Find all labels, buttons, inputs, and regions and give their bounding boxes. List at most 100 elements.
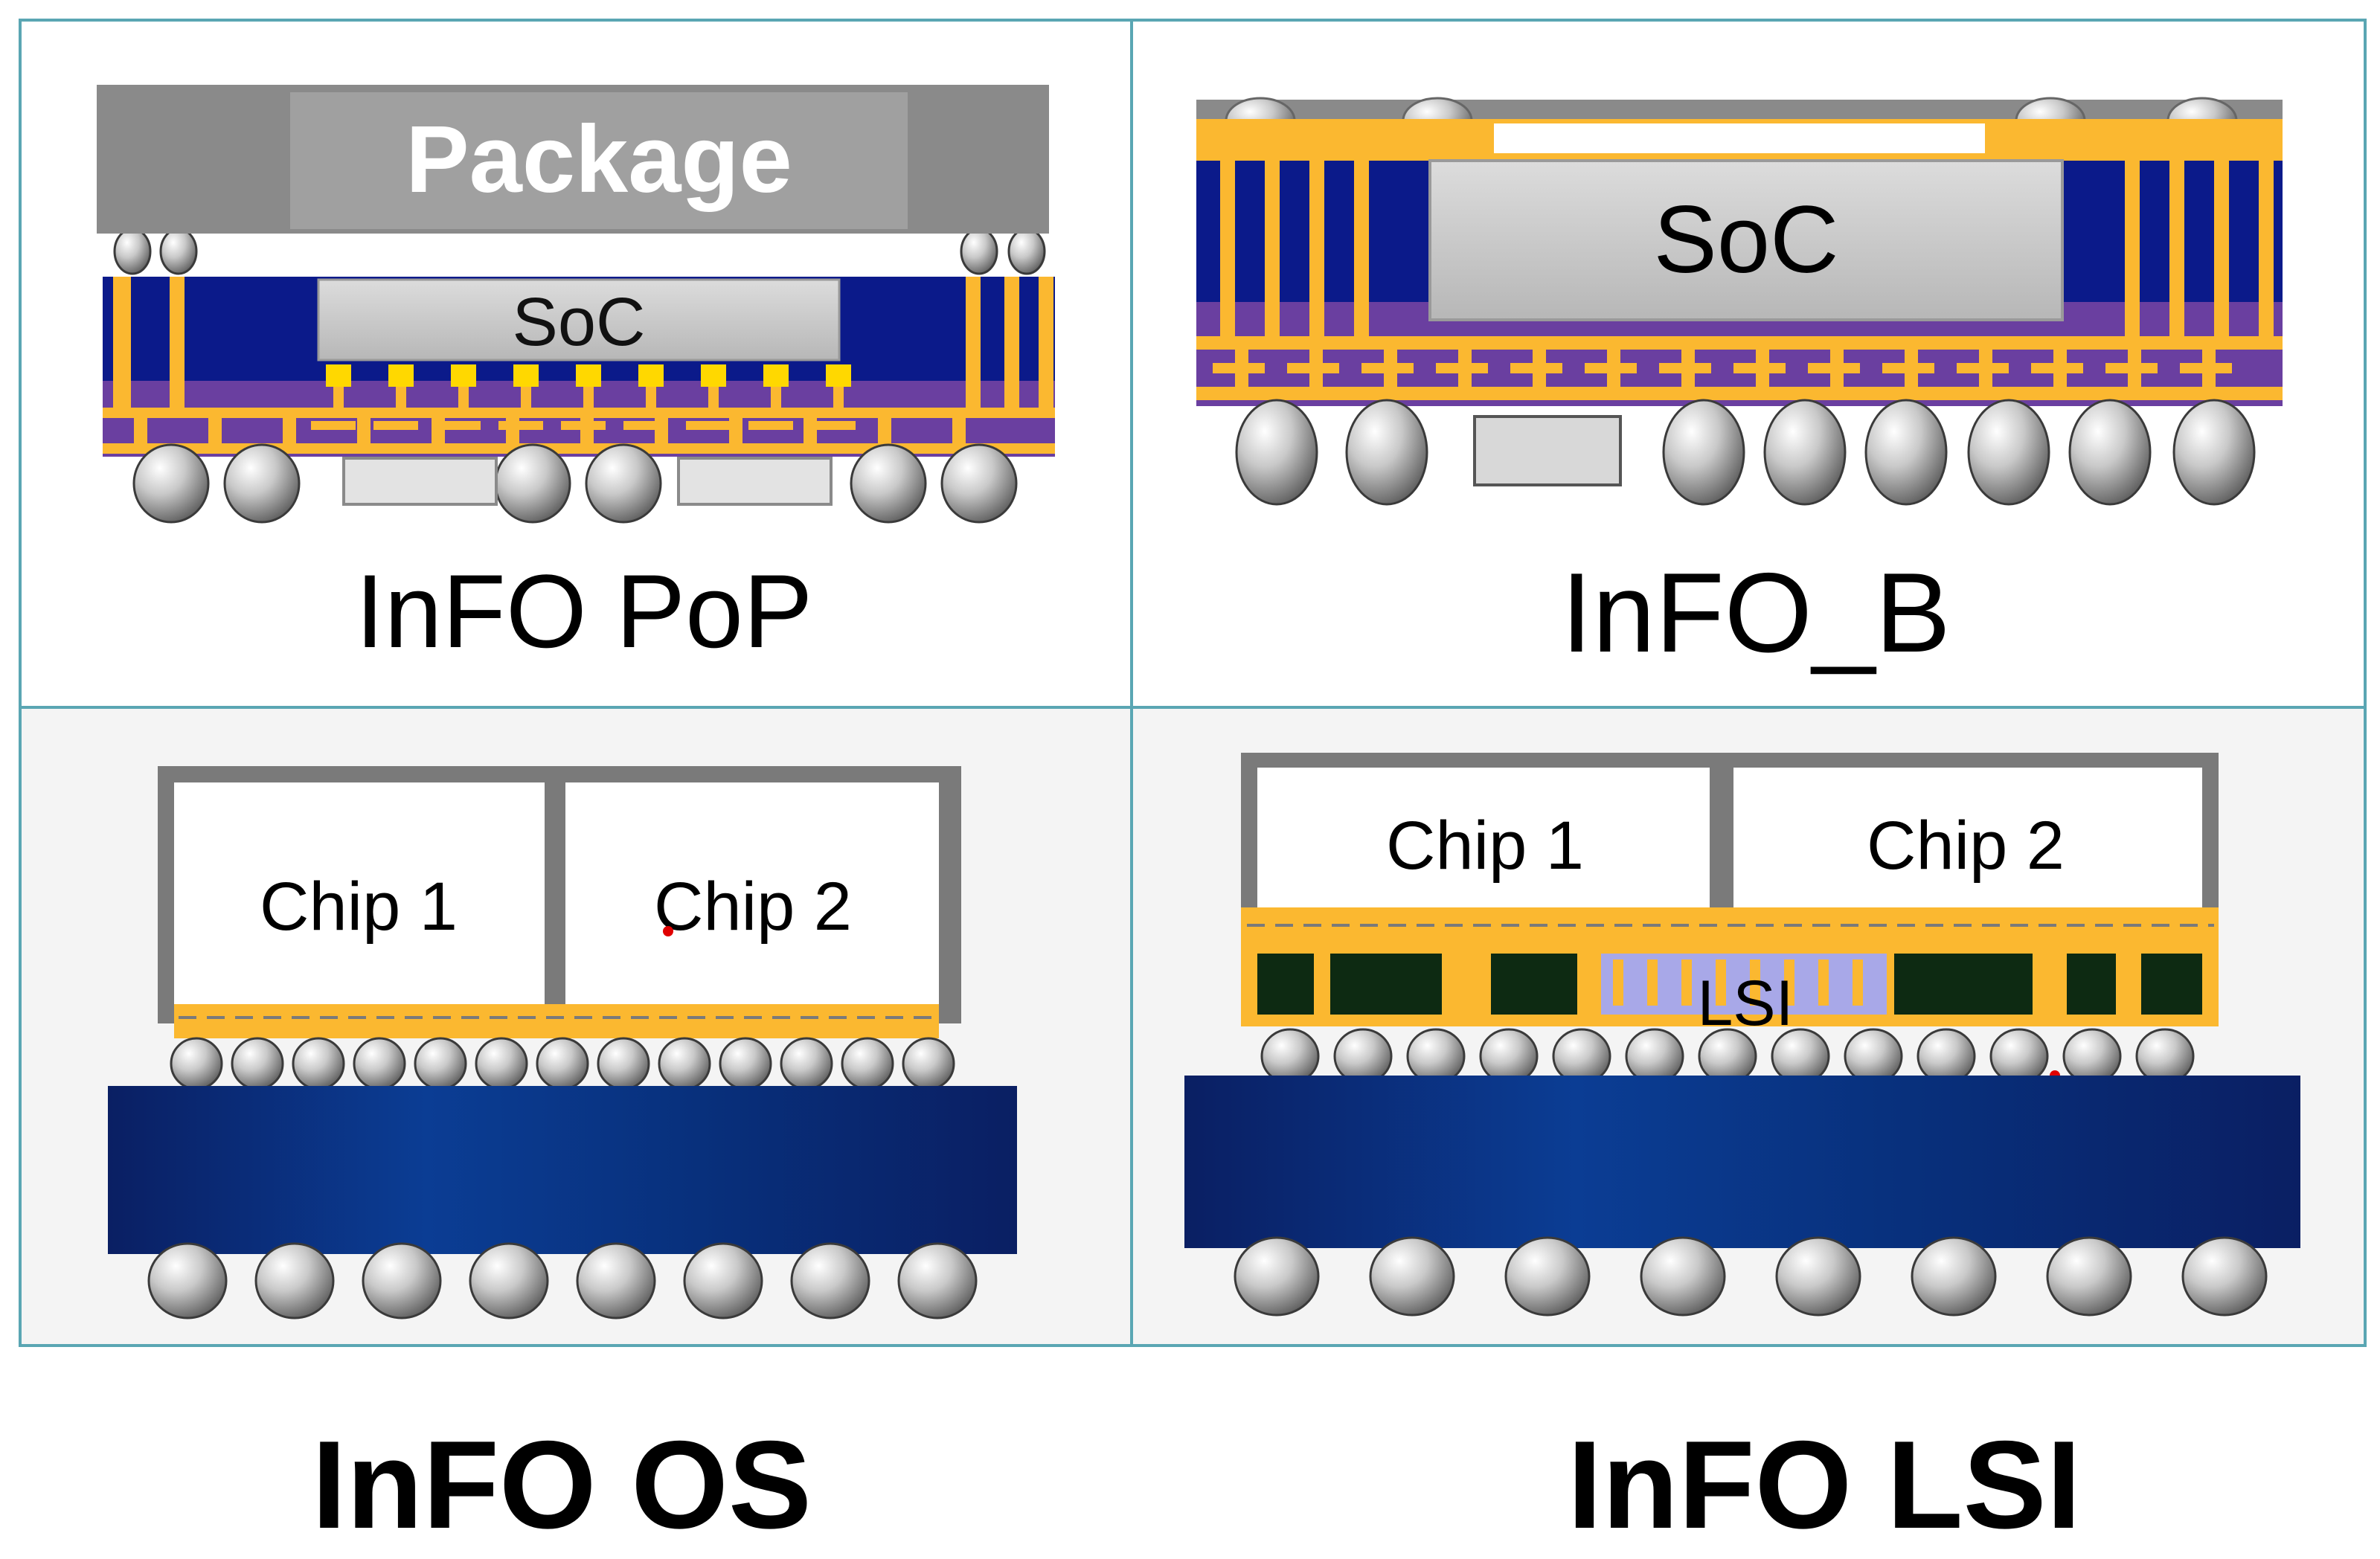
- mold-block: [2141, 954, 2202, 1015]
- micro-bump: [841, 1037, 894, 1090]
- rdl-via: [771, 387, 781, 417]
- rdl-via: [432, 417, 445, 454]
- through-via: [2125, 161, 2140, 339]
- solder-ball: [2068, 399, 2152, 506]
- rdl-trace: [373, 421, 418, 430]
- rdl-via: [333, 387, 344, 417]
- rdl-trace: [311, 421, 356, 430]
- rdl-via: [396, 387, 406, 417]
- panel-caption: InFO LSI: [1568, 1415, 2082, 1555]
- os-micro-bumps: [170, 926, 955, 1090]
- micro-bump: [1333, 1028, 1393, 1084]
- solder-ball: [1234, 1236, 1320, 1317]
- solder-ball: [147, 1242, 228, 1319]
- micro-bump: [576, 364, 601, 387]
- micro-bump: [1552, 1028, 1611, 1084]
- rdl-via: [521, 387, 531, 417]
- os-bottom-balls: [147, 1242, 978, 1319]
- rdl-trace: [1733, 363, 1786, 373]
- micro-bump: [326, 364, 351, 387]
- micro-bump: [1698, 1028, 1757, 1084]
- solder-ball: [940, 443, 1018, 524]
- bridge-pillar: [1818, 959, 1829, 1006]
- bridge-pillar: [1716, 959, 1726, 1006]
- chip-2: [1733, 768, 2202, 922]
- rdl-trace: [1957, 363, 2009, 373]
- through-via: [1039, 277, 1053, 411]
- package-ball: [159, 228, 198, 275]
- rdl-layer: [174, 1004, 939, 1038]
- solder-ball: [494, 443, 571, 524]
- panel-info-pop: Package SoC InFO PoP: [19, 19, 1133, 709]
- rdl-trace: [1361, 363, 1414, 373]
- micro-bump: [170, 1037, 223, 1090]
- micro-bump: [902, 1037, 955, 1090]
- pop-bottom-balls: [132, 443, 1018, 524]
- rdl-via: [283, 417, 296, 454]
- micro-bump: [1260, 1028, 1320, 1084]
- rdl-trace: [748, 421, 793, 430]
- rdl-via: [506, 417, 519, 454]
- rdl-via: [833, 387, 844, 417]
- solder-ball: [132, 443, 210, 524]
- micro-bump: [1989, 1028, 2049, 1084]
- through-via: [1309, 161, 1324, 339]
- solder-ball: [223, 443, 301, 524]
- micro-bump: [1625, 1028, 1684, 1084]
- micro-bump: [701, 364, 726, 387]
- through-via: [113, 277, 131, 411]
- solder-ball: [1640, 1236, 1726, 1317]
- solder-ball: [254, 1242, 335, 1319]
- organic-substrate: [108, 1086, 1017, 1254]
- passive-component: [342, 457, 498, 506]
- chip-2: [565, 782, 939, 1006]
- soc-label: SoC: [513, 284, 646, 360]
- chip-2-label: Chip 2: [654, 869, 852, 945]
- rdl-trace: [103, 408, 1055, 418]
- rdl-trace: [686, 421, 731, 430]
- bridge-pillar: [1681, 959, 1692, 1006]
- rdl-trace: [1287, 363, 1339, 373]
- solder-ball: [2172, 399, 2256, 506]
- lsi-mold-blocks: [1257, 954, 2202, 1015]
- solder-ball: [1504, 1236, 1591, 1317]
- micro-bump: [353, 1037, 406, 1090]
- solder-ball: [576, 1242, 656, 1319]
- micro-bump: [638, 364, 664, 387]
- solder-ball: [585, 443, 662, 524]
- bridge-pillar: [1784, 959, 1794, 1006]
- solder-ball: [1345, 399, 1428, 506]
- rdl-trace: [1213, 363, 1265, 373]
- micro-bump: [451, 364, 476, 387]
- through-via: [170, 277, 185, 411]
- rdl-via: [458, 387, 469, 417]
- chip-1: [174, 782, 545, 1006]
- b-bottom-balls: [1235, 399, 2256, 506]
- solder-ball: [1911, 1236, 1997, 1317]
- panel-caption: InFO OS: [312, 1415, 812, 1555]
- mold-block: [1257, 954, 1314, 1015]
- mold-block: [1330, 954, 1442, 1015]
- through-via: [2214, 161, 2229, 339]
- mold-block: [1491, 954, 1577, 1015]
- solder-ball: [850, 443, 927, 524]
- micro-bump: [658, 1037, 711, 1090]
- rdl-trace: [498, 421, 543, 430]
- micro-bump: [763, 364, 789, 387]
- rdl-trace: [811, 421, 856, 430]
- through-via: [1354, 161, 1369, 339]
- rdl-trace: [1436, 363, 1488, 373]
- lsi-bridge-pillars: [1613, 959, 1863, 1006]
- package-ball: [960, 228, 998, 275]
- rdl-trace: [1196, 387, 2283, 400]
- solder-ball: [469, 1242, 549, 1319]
- micro-bump: [780, 1037, 833, 1090]
- micro-bump: [826, 364, 851, 387]
- micro-bump: [719, 1037, 772, 1090]
- passive-component: [1473, 415, 1622, 486]
- through-via: [966, 277, 981, 411]
- solder-ball: [1369, 1236, 1455, 1317]
- chip-1: [1257, 768, 1710, 922]
- micro-bump: [1406, 1028, 1466, 1084]
- rdl-via: [357, 417, 371, 454]
